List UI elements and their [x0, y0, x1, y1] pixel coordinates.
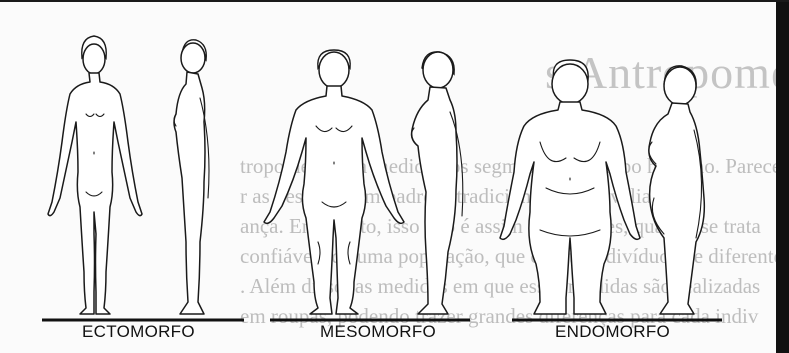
mesomorph-side-figure — [411, 52, 462, 314]
ectomorph-front-figure — [48, 36, 142, 314]
ectomorph-side-figure — [174, 40, 209, 314]
caption-mesomorph: MESOMORFO — [320, 322, 436, 342]
mesomorph-front-figure — [264, 50, 404, 314]
caption-endomorph: ENDOMORFO — [555, 322, 670, 342]
endomorph-front-figure — [500, 60, 640, 314]
endomorph-side-figure — [649, 66, 705, 314]
scan-edge-shadow — [776, 2, 789, 353]
caption-ectomorph: ECTOMORFO — [82, 322, 195, 342]
